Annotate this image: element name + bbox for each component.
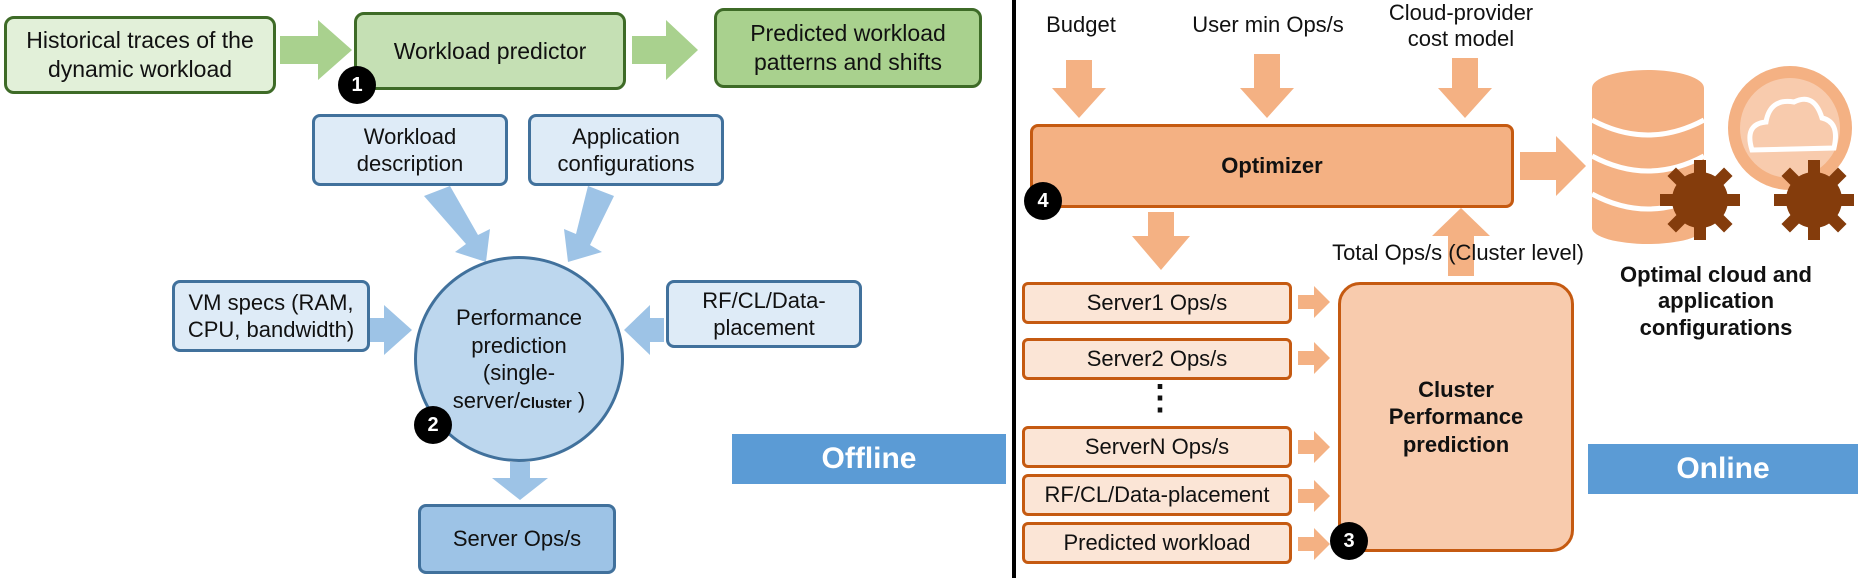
arrow-rfcl-to-prediction — [624, 305, 664, 355]
servers-ellipsis: ⋮ — [1143, 379, 1177, 417]
section-divider — [1012, 0, 1016, 578]
workload-description-box: Workload description — [312, 114, 508, 186]
serverN-ops-label: ServerN Ops/s — [1084, 434, 1230, 460]
user-min-ops-label: User min Ops/s — [1192, 12, 1344, 37]
arrow-prediction-to-serverops — [492, 462, 548, 500]
total-ops-label: Total Ops/s (Cluster level) — [1332, 240, 1584, 265]
offline-banner: Offline — [732, 434, 1006, 484]
performance-prediction-close: ) — [571, 387, 586, 413]
workload-description-label: Workload description — [356, 123, 464, 177]
application-configurations-box: Application configurations — [528, 114, 724, 186]
rf-cl-placement-label-offline: RF/CL/Data-placement — [702, 287, 826, 341]
cluster-performance-label: Cluster Performance prediction — [1388, 376, 1524, 457]
arrow-cluster-to-optimizer — [1432, 208, 1490, 276]
vm-specs-box: VM specs (RAM, CPU, bandwidth) — [172, 280, 370, 352]
step-badge-2: 2 — [414, 406, 452, 444]
server1-ops-label: Server1 Ops/s — [1086, 290, 1228, 316]
budget-label: Budget — [1046, 12, 1116, 37]
predicted-patterns-box: Predicted workload patterns and shifts — [714, 8, 982, 88]
cost-model-label: Cloud-provider cost model — [1388, 0, 1534, 52]
offline-banner-label: Offline — [821, 442, 917, 475]
optimal-configs-label: Optimal cloud and application configurat… — [1620, 262, 1812, 340]
arrow-optimizer-to-servers — [1132, 212, 1190, 270]
server2-ops-label: Server2 Ops/s — [1086, 346, 1228, 372]
workload-predictor-label: Workload predictor — [393, 37, 587, 64]
arrow-optimizer-to-configs — [1520, 136, 1586, 196]
performance-prediction-label: Performance prediction (single-server/ — [452, 305, 582, 413]
predicted-workload-label: Predicted workload — [1063, 530, 1251, 556]
arrow-vmspecs-to-prediction — [370, 305, 412, 355]
predicted-workload-box: Predicted workload — [1022, 522, 1292, 564]
optimizer-box: Optimizer — [1030, 124, 1514, 208]
vm-specs-label: VM specs (RAM, CPU, bandwidth) — [187, 289, 355, 343]
arrow-traces-to-predictor — [280, 20, 352, 80]
arrow-userops-to-optimizer — [1240, 54, 1294, 118]
arrow-predicted-to-cluster — [1298, 528, 1330, 560]
cloud-icon — [1728, 66, 1852, 190]
step-badge-1: 1 — [338, 66, 376, 104]
step-badge-4: 4 — [1024, 182, 1062, 220]
arrow-server1-to-cluster — [1298, 286, 1330, 318]
arrow-rfcl-to-cluster — [1298, 480, 1330, 512]
predicted-patterns-label: Predicted workload patterns and shifts — [750, 20, 946, 75]
arrow-budget-to-optimizer — [1052, 60, 1106, 118]
step-badge-3: 3 — [1330, 522, 1368, 560]
cluster-performance-box: Cluster Performance prediction — [1338, 282, 1574, 552]
gear-icon — [1660, 160, 1740, 240]
online-banner: Online — [1588, 444, 1858, 494]
rf-cl-placement-label-online: RF/CL/Data-placement — [1044, 482, 1270, 508]
server-ops-label: Server Ops/s — [452, 526, 582, 552]
arrow-serverN-to-cluster — [1298, 431, 1330, 463]
arrow-costmodel-to-optimizer — [1438, 58, 1492, 118]
arrow-appconfig-to-prediction — [564, 186, 614, 262]
workload-predictor-box: Workload predictor — [354, 12, 626, 90]
arrow-server2-to-cluster — [1298, 342, 1330, 374]
server2-ops-box: Server2 Ops/s — [1022, 338, 1292, 380]
online-banner-label: Online — [1676, 452, 1770, 485]
rf-cl-placement-box-online: RF/CL/Data-placement — [1022, 474, 1292, 516]
server1-ops-box: Server1 Ops/s — [1022, 282, 1292, 324]
serverN-ops-box: ServerN Ops/s — [1022, 426, 1292, 468]
server-ops-box: Server Ops/s — [418, 504, 616, 574]
historical-traces-box: Historical traces of the dynamic workloa… — [4, 16, 276, 94]
arrow-workload-desc-to-prediction — [424, 186, 490, 262]
arrow-predictor-to-patterns — [632, 20, 698, 80]
performance-prediction-cluster-label: Cluster — [520, 394, 572, 412]
gear-icon — [1774, 160, 1854, 240]
rf-cl-placement-box-offline: RF/CL/Data-placement — [666, 280, 862, 348]
historical-traces-label: Historical traces of the dynamic workloa… — [26, 27, 254, 82]
application-configurations-label: Application configurations — [557, 123, 695, 177]
optimizer-label: Optimizer — [1221, 153, 1323, 179]
